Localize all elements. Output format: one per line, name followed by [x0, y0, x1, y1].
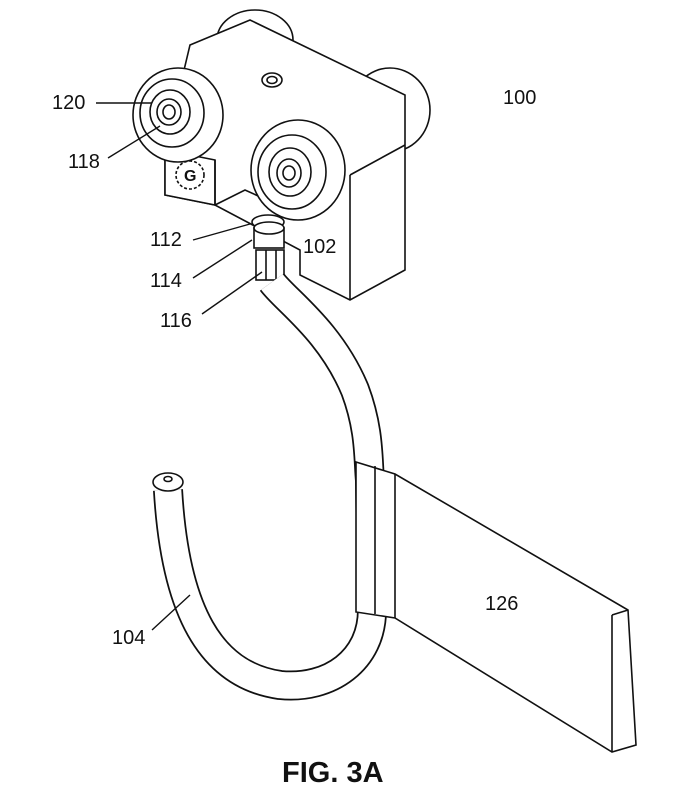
label-102: 102	[303, 236, 337, 258]
svg-text:G: G	[184, 168, 196, 185]
label-120: 120	[52, 92, 86, 114]
front-wheel-left	[132, 67, 224, 163]
label-126: 126	[485, 593, 519, 615]
label-104: 104	[112, 627, 146, 649]
leader-lines	[96, 102, 263, 631]
hook-tube	[152, 272, 388, 701]
label-100: 100	[503, 87, 537, 109]
front-wheel-right	[250, 119, 346, 221]
plate	[355, 460, 637, 753]
label-116: 116	[160, 310, 192, 332]
label-112: 112	[150, 229, 182, 251]
fastener-stack	[251, 214, 285, 281]
figure-caption: FIG. 3A	[282, 757, 384, 789]
label-118: 118	[68, 151, 100, 173]
label-114: 114	[150, 270, 182, 292]
